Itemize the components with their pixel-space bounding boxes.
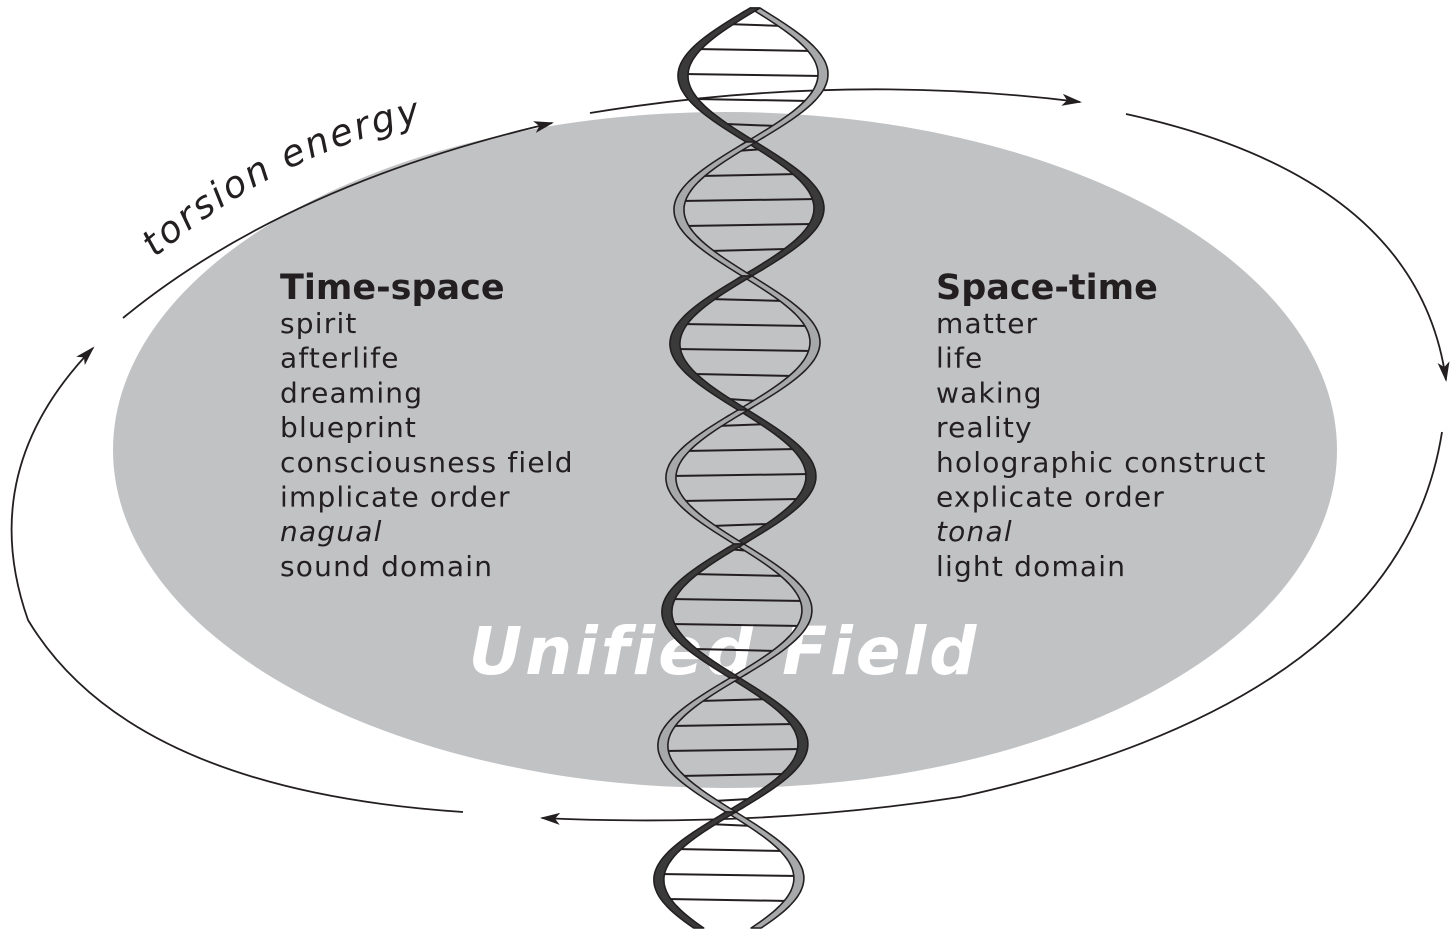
right_column-item: tonal bbox=[936, 515, 1013, 548]
dna-helix bbox=[653, 7, 829, 929]
cycle-arc-bottom-left bbox=[10, 346, 464, 813]
left_column-item: consciousness field bbox=[280, 446, 574, 479]
right_column-item: life bbox=[936, 342, 983, 375]
helix-rung bbox=[675, 348, 814, 352]
helix-rung bbox=[710, 523, 769, 527]
time-space-items: spiritafterlifedreamingblueprintconsciou… bbox=[280, 307, 574, 583]
left_column-item: blueprint bbox=[280, 411, 417, 444]
helix-rung bbox=[680, 323, 810, 327]
helix-rung bbox=[698, 698, 771, 702]
helix-rung bbox=[684, 448, 800, 452]
helix-rung bbox=[670, 723, 797, 727]
helix-rung bbox=[725, 123, 778, 127]
left_column-item: nagual bbox=[280, 515, 383, 548]
right_column-item: explicate order bbox=[936, 481, 1165, 514]
torsion-cycle bbox=[10, 88, 1450, 825]
right_column-item: waking bbox=[936, 376, 1043, 409]
helix-rung bbox=[670, 623, 803, 627]
left_column-item: spirit bbox=[280, 307, 358, 340]
unified-field-label: Unified Field bbox=[469, 613, 980, 690]
helix-strand-dark bbox=[653, 811, 737, 929]
cycle-arc-right bbox=[1125, 113, 1450, 382]
left_column-item: sound domain bbox=[280, 550, 493, 583]
helix-rung bbox=[682, 73, 823, 77]
right_column-item: holographic construct bbox=[936, 446, 1267, 479]
helix-rung bbox=[680, 498, 800, 502]
left_column-item: implicate order bbox=[280, 481, 511, 514]
helix-rung bbox=[663, 748, 803, 752]
helix-rung bbox=[680, 198, 818, 202]
helix-rung bbox=[659, 873, 799, 877]
helix-rung bbox=[707, 298, 785, 302]
helix-rung bbox=[669, 598, 806, 602]
space-time-column: Space-time matterlifewakingrealityhologr… bbox=[936, 268, 1267, 583]
time-space-title: Time-space bbox=[280, 268, 505, 308]
helix-rung bbox=[683, 223, 813, 227]
helix-rung bbox=[693, 373, 795, 377]
helix-rung bbox=[679, 773, 785, 777]
helix-rung bbox=[725, 23, 784, 27]
helix-rung bbox=[708, 248, 787, 252]
helix-rung bbox=[674, 848, 786, 852]
right_column-item: reality bbox=[936, 411, 1033, 444]
left_column-item: afterlife bbox=[280, 342, 400, 375]
right_column-item: matter bbox=[936, 307, 1038, 340]
cycle-arc-bottom-right bbox=[540, 431, 1443, 825]
helix-rung bbox=[694, 648, 778, 652]
cycle-arc-top-left bbox=[122, 121, 554, 319]
space-time-title: Space-time bbox=[936, 268, 1158, 308]
time-space-column: Time-space spiritafterlifedreamingbluepr… bbox=[280, 268, 574, 583]
helix-rung bbox=[699, 173, 801, 177]
helix-strand-light bbox=[725, 811, 805, 929]
helix-rung bbox=[694, 48, 813, 52]
helix-rung bbox=[694, 98, 810, 102]
helix-rung bbox=[670, 473, 811, 477]
helix-rung bbox=[667, 898, 790, 902]
right_column-item: light domain bbox=[936, 550, 1126, 583]
left_column-item: dreaming bbox=[280, 376, 423, 409]
cycle-arc-top bbox=[589, 88, 1082, 114]
helix-rung bbox=[690, 573, 786, 577]
